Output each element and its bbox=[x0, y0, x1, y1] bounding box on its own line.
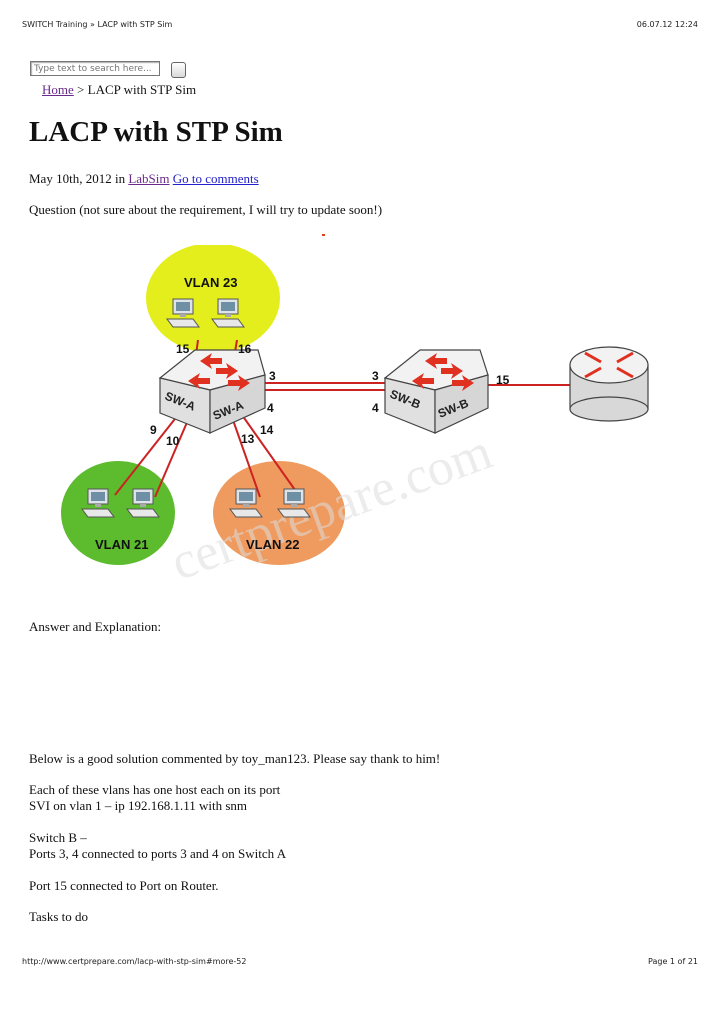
vlan23-label: VLAN 23 bbox=[184, 275, 237, 290]
link-vlan21-10 bbox=[155, 420, 188, 497]
comments-link[interactable]: Go to comments bbox=[173, 171, 259, 186]
diagram-watermark: certprepare.com bbox=[164, 423, 500, 580]
text-line-3: Switch B – bbox=[29, 830, 87, 846]
port-10-label: 10 bbox=[166, 434, 180, 448]
port-14-label: 14 bbox=[260, 423, 274, 437]
search-button[interactable] bbox=[171, 62, 186, 78]
breadcrumb-current: LACP with STP Sim bbox=[88, 82, 196, 97]
vlan21-label: VLAN 21 bbox=[95, 537, 148, 552]
port-9-label: 9 bbox=[150, 423, 157, 437]
post-meta: May 10th, 2012 in LabSim Go to comments bbox=[29, 171, 259, 187]
text-line-2: SVI on vlan 1 – ip 192.168.1.11 with snm bbox=[29, 798, 247, 814]
answer-heading: Answer and Explanation: bbox=[29, 619, 161, 635]
vlan22-label: VLAN 22 bbox=[246, 537, 299, 552]
port-a4-label: 4 bbox=[267, 401, 274, 415]
port-15-label: 15 bbox=[176, 342, 190, 356]
breadcrumb-separator: > bbox=[77, 82, 84, 97]
router-icon bbox=[570, 347, 648, 421]
print-header-timestamp: 06.07.12 12:24 bbox=[637, 20, 698, 29]
network-topology-diagram: certprepare.com SW-A SW-A bbox=[60, 245, 660, 580]
print-header-title: SWITCH Training » LACP with STP Sim bbox=[22, 20, 172, 29]
question-text: Question (not sure about the requirement… bbox=[29, 202, 382, 218]
post-in-text: in bbox=[115, 171, 125, 186]
switch-b-icon: SW-B SW-B bbox=[385, 350, 488, 433]
solution-intro: Below is a good solution commented by to… bbox=[29, 751, 440, 767]
vlan23-area bbox=[146, 245, 280, 353]
port-b4-label: 4 bbox=[372, 401, 379, 415]
small-red-mark bbox=[322, 234, 325, 236]
text-line-4: Ports 3, 4 connected to ports 3 and 4 on… bbox=[29, 846, 286, 862]
text-line-6: Tasks to do bbox=[29, 909, 88, 925]
search-input[interactable] bbox=[30, 61, 160, 76]
text-line-5: Port 15 connected to Port on Router. bbox=[29, 878, 219, 894]
post-date: May 10th, 2012 bbox=[29, 171, 112, 186]
port-16-label: 16 bbox=[238, 342, 252, 356]
port-13-label: 13 bbox=[241, 432, 255, 446]
print-footer-page: Page 1 of 21 bbox=[648, 957, 698, 966]
port-b3-label: 3 bbox=[372, 369, 379, 383]
port-a3-label: 3 bbox=[269, 369, 276, 383]
page-title: LACP with STP Sim bbox=[29, 116, 283, 149]
print-footer-url: http://www.certprepare.com/lacp-with-stp… bbox=[22, 957, 246, 966]
port-b15-label: 15 bbox=[496, 373, 510, 387]
breadcrumb: Home > LACP with STP Sim bbox=[42, 82, 196, 98]
switch-a-icon: SW-A SW-A bbox=[160, 350, 265, 433]
category-link[interactable]: LabSim bbox=[128, 171, 169, 186]
text-line-1: Each of these vlans has one host each on… bbox=[29, 782, 280, 798]
breadcrumb-home-link[interactable]: Home bbox=[42, 82, 74, 97]
